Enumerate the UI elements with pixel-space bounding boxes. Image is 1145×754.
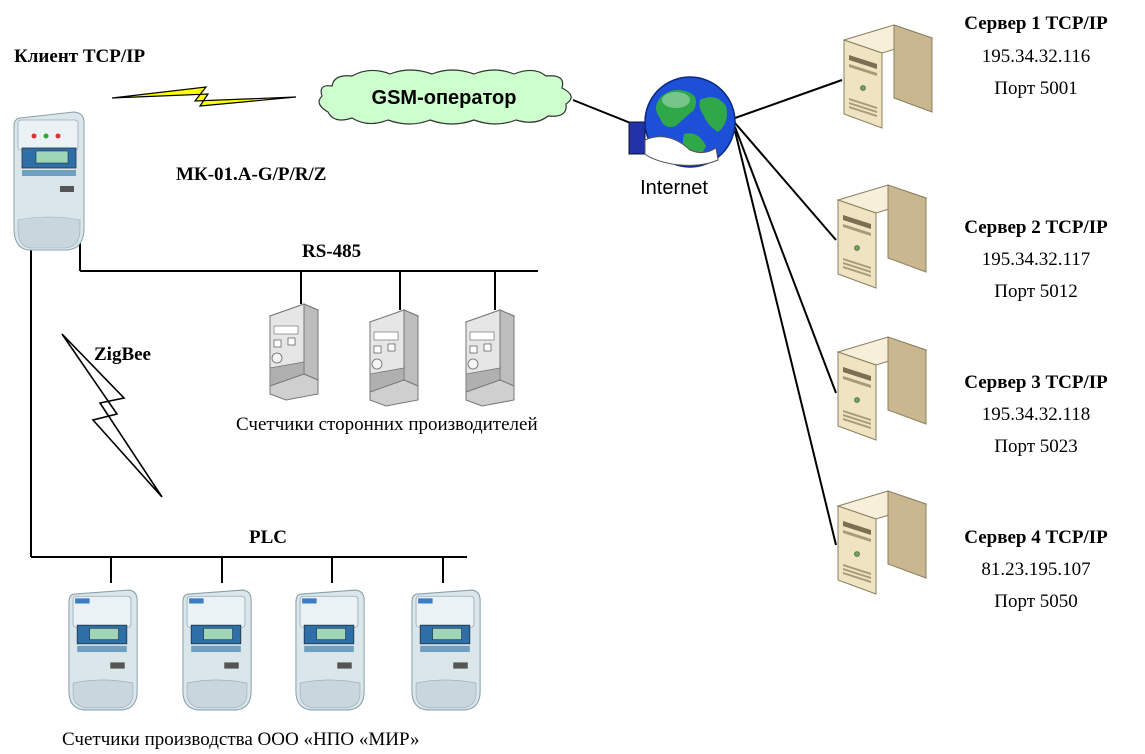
server-ip: 195.34.32.117 — [982, 249, 1091, 270]
mir-meter — [411, 589, 481, 711]
server-title: Сервер 3 TCP/IP — [964, 372, 1108, 393]
mir-meters-caption: Счетчики производства ООО «НПО «МИР» — [62, 729, 420, 750]
gsm-wireless-bolt-icon — [111, 86, 297, 107]
client-model: МК-01.A-G/P/R/Z — [176, 164, 326, 185]
link-internet-server-3 — [734, 126, 837, 394]
plc-label: PLC — [249, 527, 287, 548]
mir-meter — [182, 589, 252, 711]
gsm-operator-label: GSM-оператор — [372, 87, 517, 109]
server-port: Порт 5012 — [994, 281, 1078, 302]
server-4 — [837, 490, 927, 595]
server-title: Сервер 2 TCP/IP — [964, 217, 1108, 238]
server-port: Порт 5050 — [994, 591, 1078, 612]
server-title: Сервер 1 TCP/IP — [964, 13, 1108, 34]
client-device-mk01 — [13, 111, 85, 251]
internet-globe-icon — [628, 76, 736, 168]
third-party-meters-caption: Счетчики сторонних производителей — [236, 414, 538, 435]
link-internet-server-4 — [734, 130, 837, 546]
gsm-operator-cloud — [318, 69, 572, 125]
zigbee-label: ZigBee — [94, 344, 151, 365]
server-3 — [837, 336, 927, 441]
server-ip: 195.34.32.118 — [982, 404, 1091, 425]
mir-meter — [295, 589, 365, 711]
server-port: Порт 5001 — [994, 78, 1078, 99]
server-2 — [837, 184, 927, 289]
mir-meter — [68, 589, 138, 711]
server-title: Сервер 4 TCP/IP — [964, 527, 1108, 548]
zigbee-wireless-bolt-icon — [61, 333, 163, 498]
third-party-meter — [369, 309, 419, 407]
link-internet-server-1 — [734, 79, 843, 119]
third-party-meter — [269, 303, 319, 401]
link-internet-server-2 — [734, 122, 837, 241]
third-party-meter — [465, 309, 515, 407]
server-ip: 195.34.32.116 — [982, 46, 1091, 67]
internet-label: Internet — [640, 177, 708, 199]
server-ip: 81.23.195.107 — [981, 559, 1090, 580]
server-1 — [843, 24, 933, 129]
client-title: Клиент TCP/IP — [14, 46, 146, 67]
rs485-label: RS-485 — [302, 241, 361, 262]
server-port: Порт 5023 — [994, 436, 1078, 457]
